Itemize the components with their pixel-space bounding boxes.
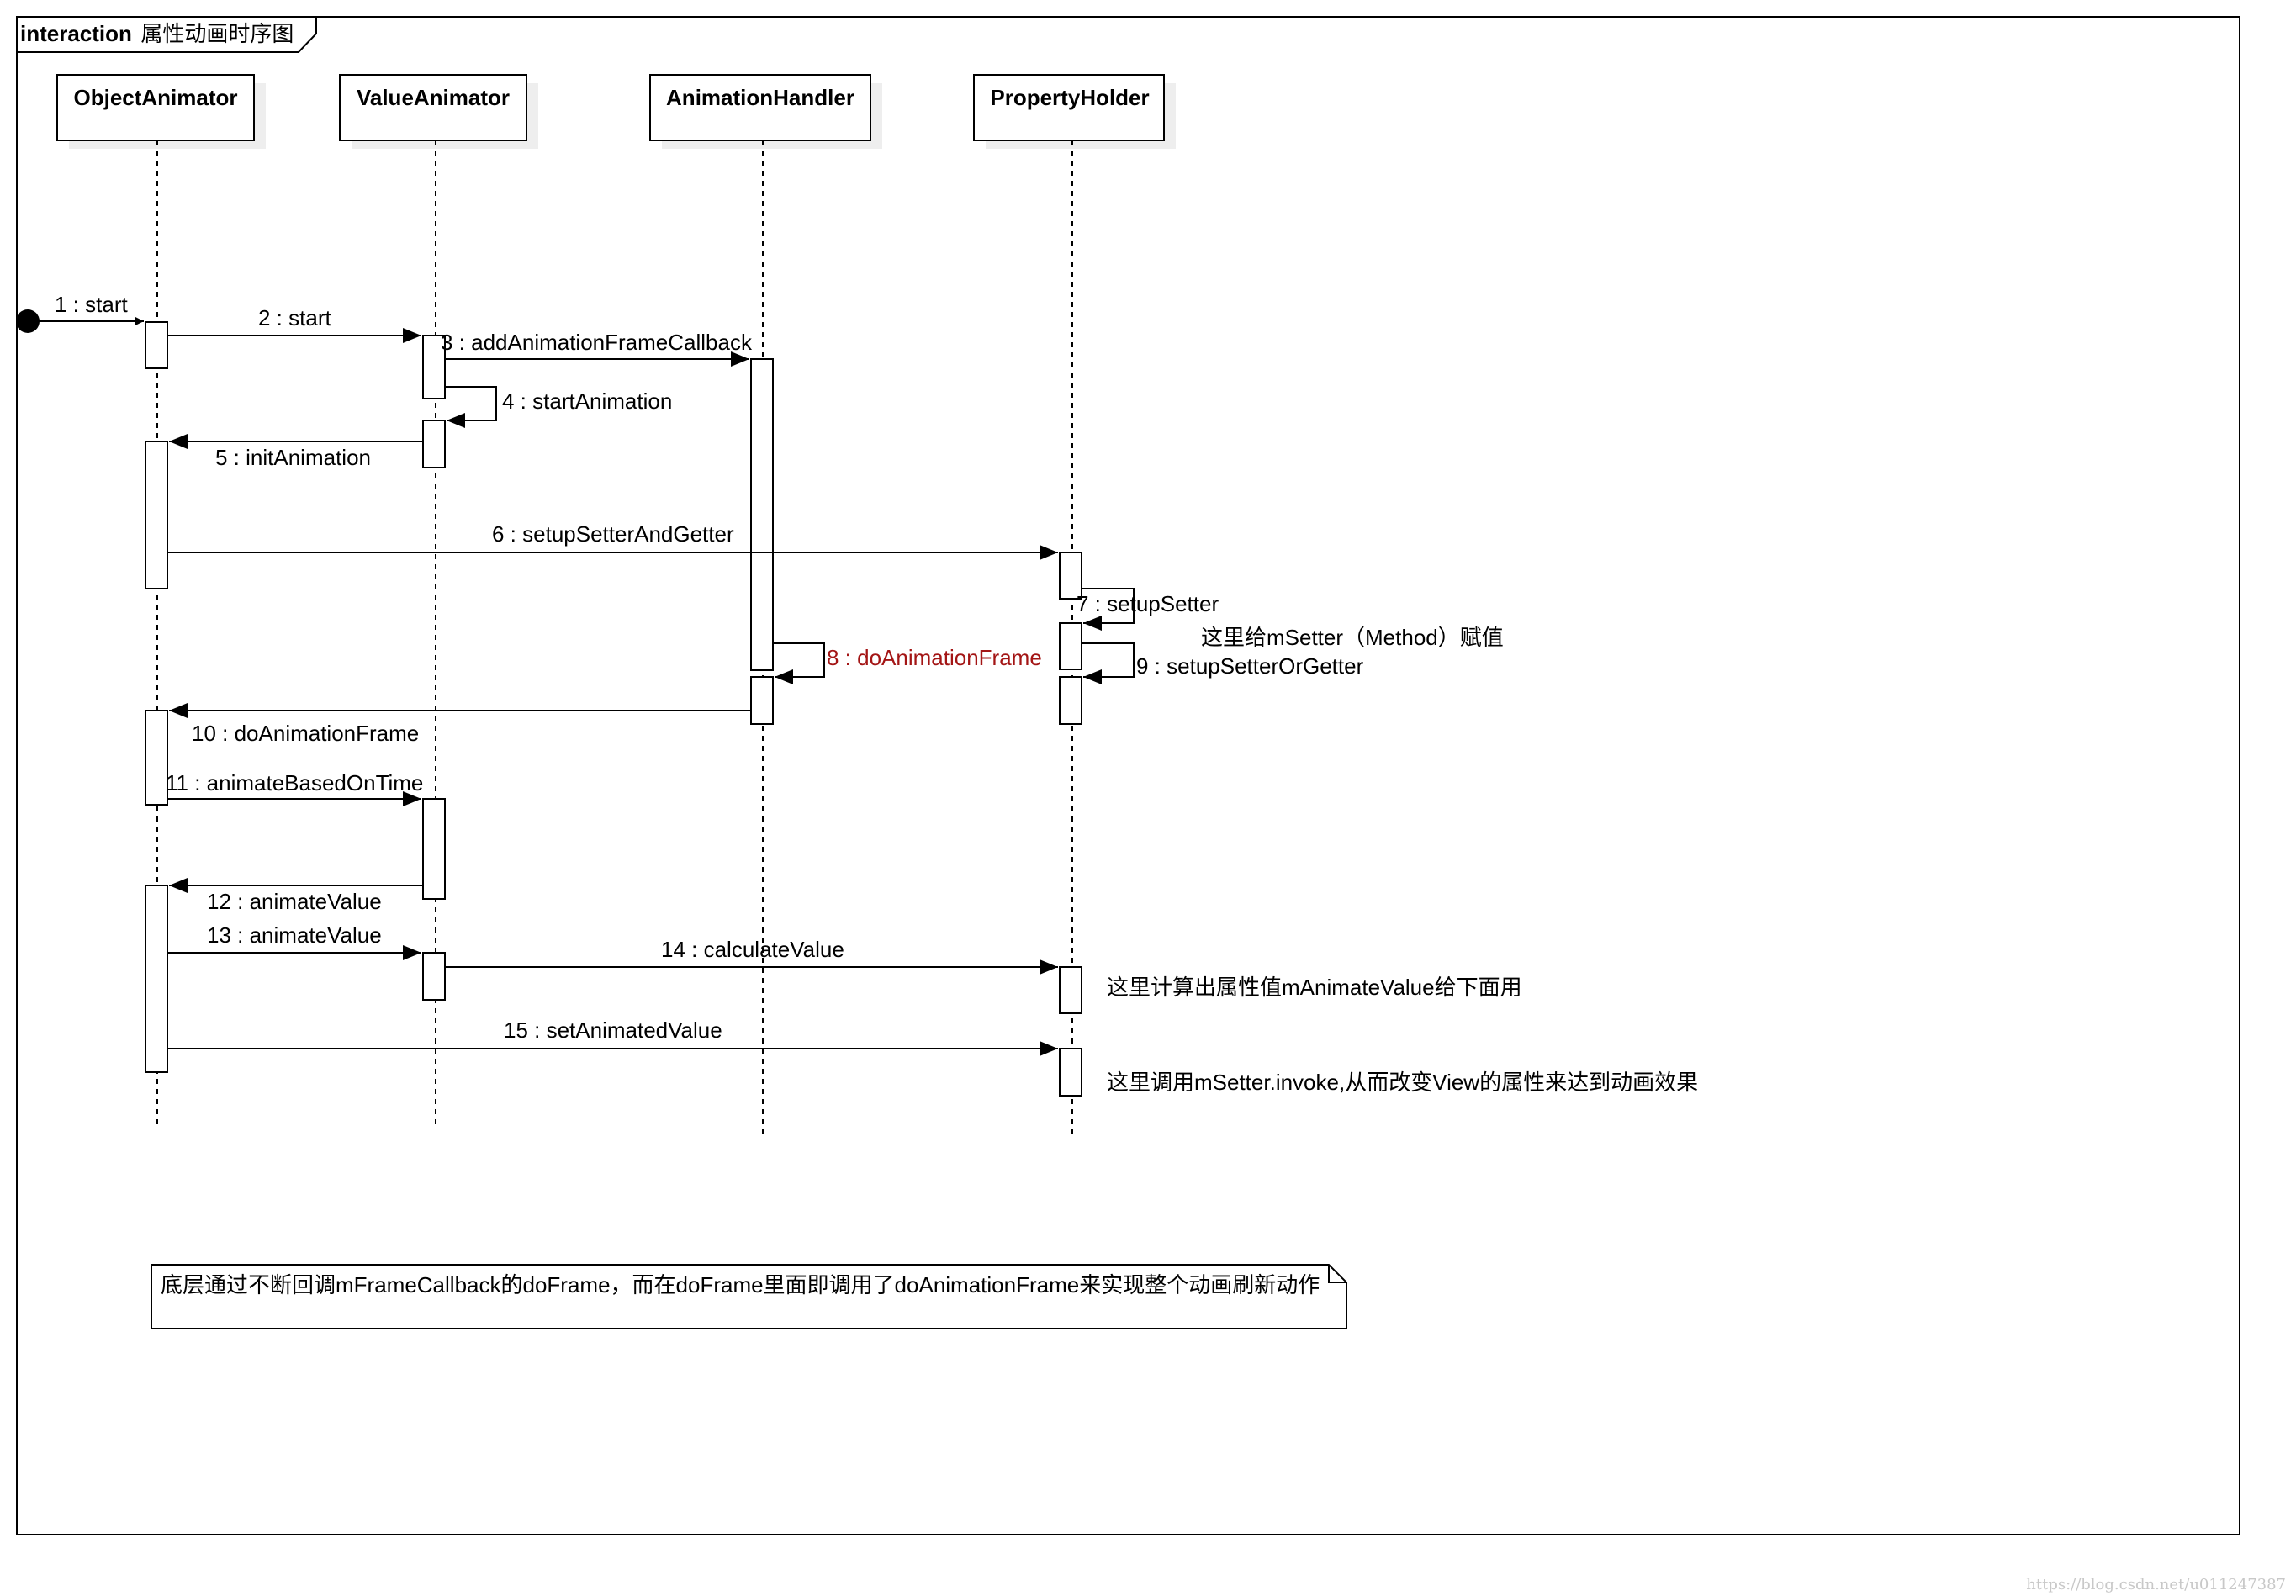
annotation-setter: 这里给mSetter（Method）赋值 [1201,625,1504,650]
activation-bar [1059,622,1082,670]
lifeline-label: ObjectAnimator [73,85,237,110]
svg-text:interaction 属性动画时序图: interaction 属性动画时序图 [20,21,294,46]
activation-bar [1059,1048,1082,1097]
message-label-1: 1 : start [55,292,128,317]
message-label-10: 10 : doAnimationFrame [192,721,419,746]
lifeline-label: PropertyHolder [990,85,1149,110]
message-label-12: 12 : animateValue [207,889,382,914]
message-label-13: 13 : animateValue [207,922,382,948]
activation-bars [145,321,1082,1097]
messages [28,317,1135,1056]
message-label-3: 3 : addAnimationFrameCallback [441,330,753,355]
message-label-4: 4 : startAnimation [502,388,672,414]
message-arrow-9 [1082,642,1135,684]
message-label-5: 5 : initAnimation [215,445,371,470]
message-label-6: 6 : setupSetterAndGetter [492,521,734,547]
activation-bar [145,710,168,806]
activation-bar [750,676,774,725]
annotations: 这里给mSetter（Method）赋值 这里计算出属性值mAnimateVal… [1107,625,1698,1095]
frame-keyword: interaction [20,21,132,46]
message-label-7: 7 : setupSetter [1077,591,1219,616]
message-label-8: 8 : doAnimationFrame [827,645,1042,670]
watermark: https://blog.csdn.net/u011247387 [2026,1576,2286,1593]
activation-bar [145,321,168,369]
lifeline-label: AnimationHandler [666,85,854,110]
annotation-calculate: 这里计算出属性值mAnimateValue给下面用 [1107,975,1522,1000]
lifeline-valueanimator: ValueAnimator [339,74,538,1129]
activation-bar [145,885,168,1073]
interaction-frame: interaction 属性动画时序图 [16,16,2240,1535]
message-arrow-8 [773,642,825,684]
message-label-9: 9 : setupSetterOrGetter [1136,653,1364,679]
activation-bar [1059,966,1082,1014]
activation-bar [422,952,446,1001]
activation-bar [1059,552,1082,600]
message-label-15: 15 : setAnimatedValue [504,1017,722,1043]
message-label-14: 14 : calculateValue [661,937,844,962]
note-text: 底层通过不断回调mFrameCallback的doFrame，而在doFrame… [161,1272,1320,1297]
message-arrow-4 [445,386,497,428]
lifeline-objectanimator: ObjectAnimator [56,74,266,1129]
frame-title: 属性动画时序图 [140,21,294,46]
activation-bar [1059,676,1082,725]
activation-bar [422,798,446,900]
message-arrow-7 [1082,588,1135,631]
message-labels: 1 : start 2 : start 3 : addAnimationFram… [55,292,1364,1043]
lifeline-label: ValueAnimator [357,85,510,110]
activation-bar [422,420,446,468]
message-label-2: 2 : start [258,305,331,330]
annotation-invoke: 这里调用mSetter.invoke,从而改变View的属性来达到动画效果 [1107,1070,1698,1095]
activation-bar [422,335,446,399]
message-label-11: 11 : animateBasedOnTime [166,770,423,795]
lifeline-propertyholder: PropertyHolder [973,74,1176,1139]
note: 底层通过不断回调mFrameCallback的doFrame，而在doFrame… [151,1264,1347,1329]
activation-bar [145,441,168,589]
activation-bar [750,358,774,671]
